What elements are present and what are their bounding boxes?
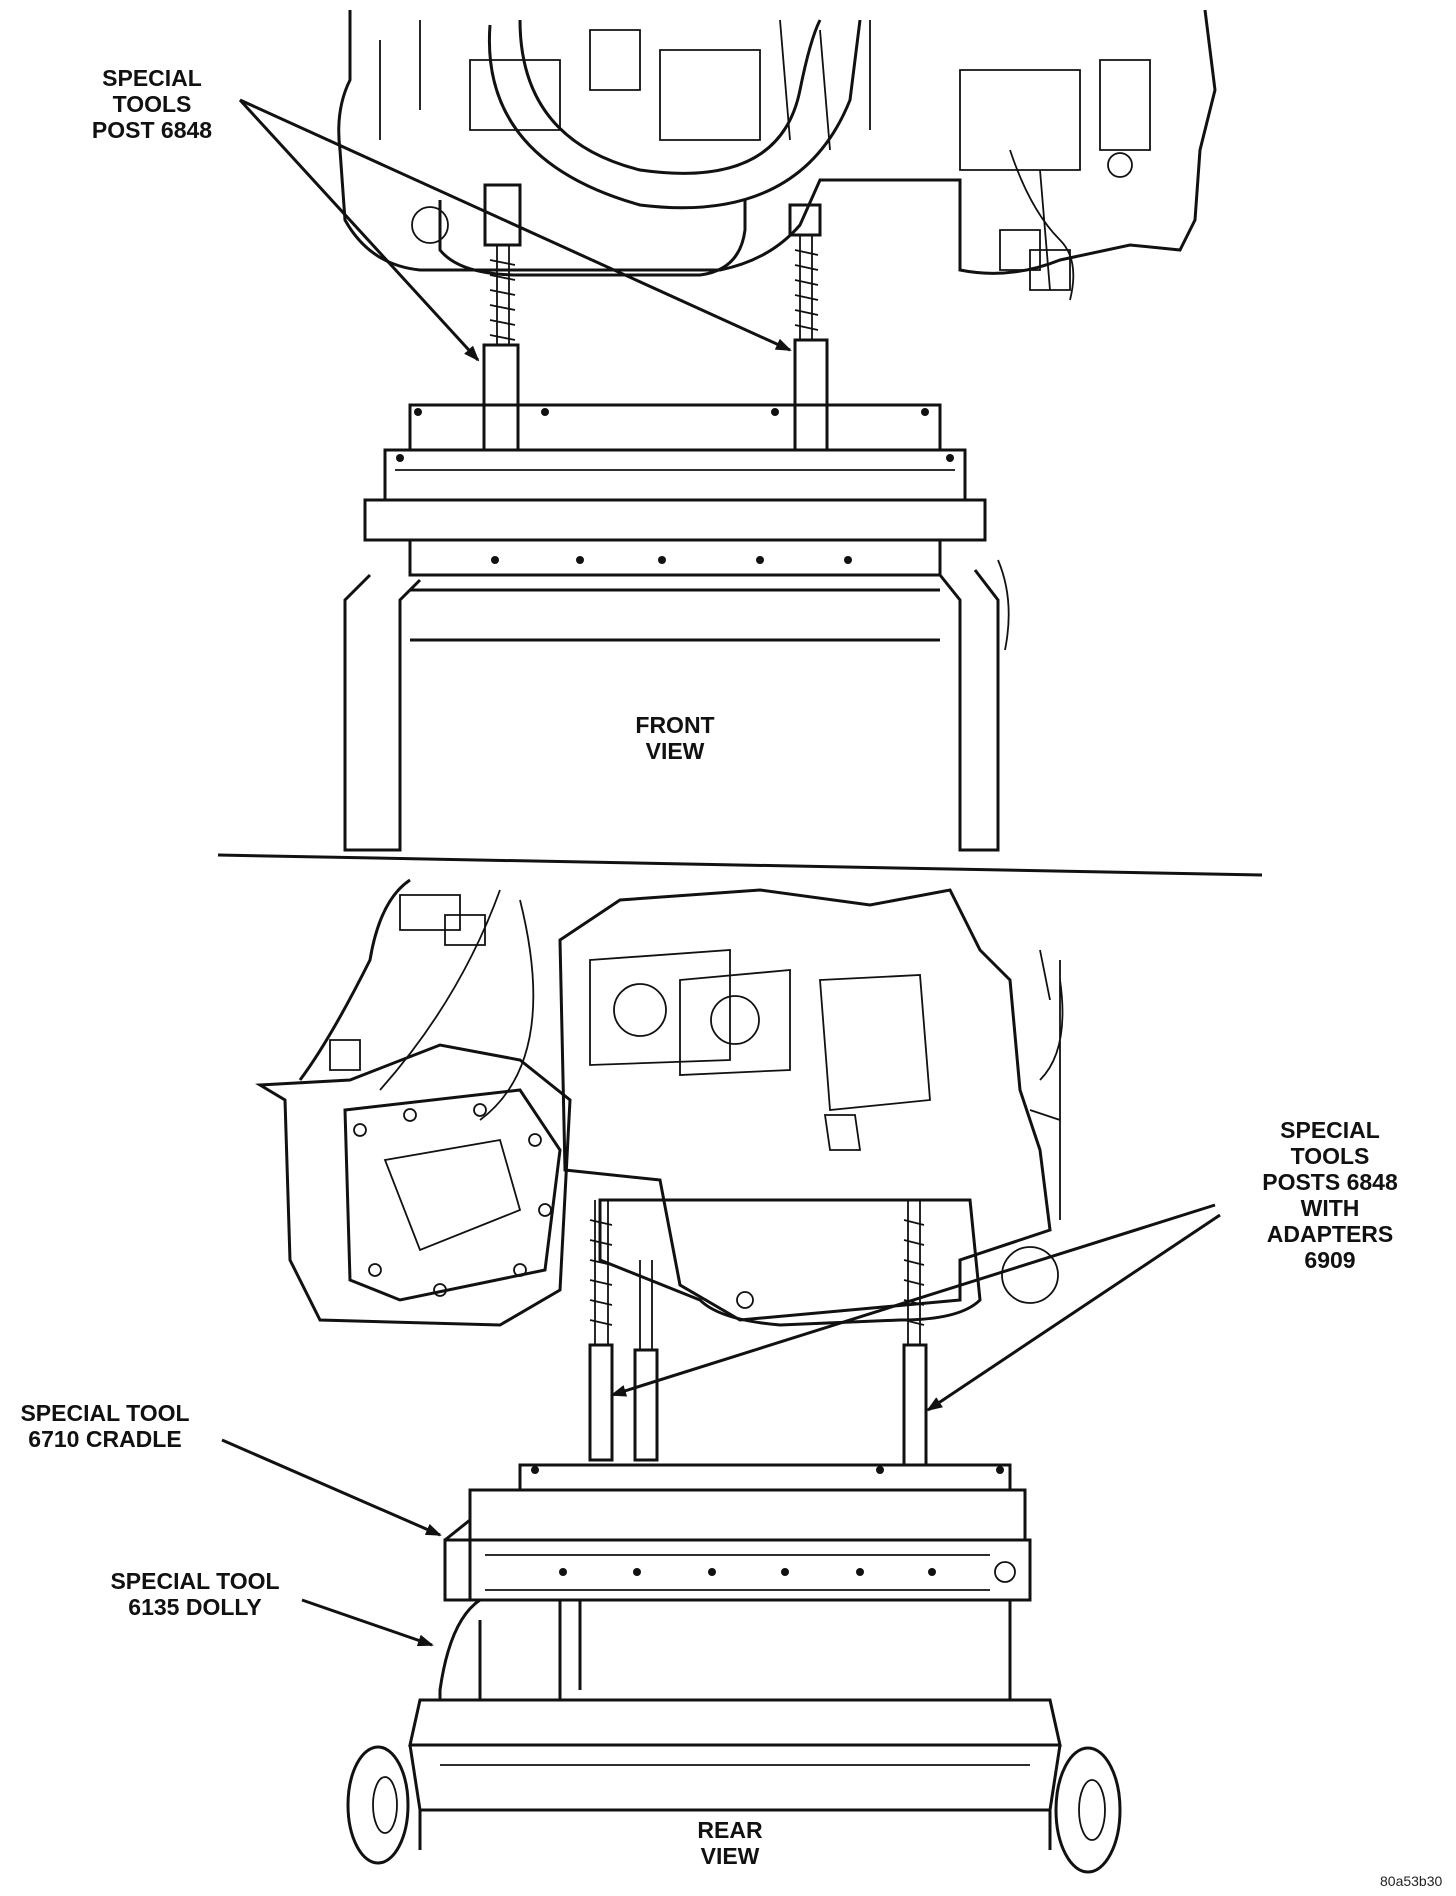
label-special-tools-posts-rear: SPECIAL TOOLS POSTS 6848 WITH ADAPTERS 6… xyxy=(1230,1117,1430,1273)
front-posts xyxy=(482,183,829,452)
label-special-tool-cradle: SPECIAL TOOL 6710 CRADLE xyxy=(5,1400,205,1452)
label-line: VIEW xyxy=(700,1843,760,1869)
label-line: ADAPTERS xyxy=(1266,1221,1394,1247)
label-line: 6710 CRADLE xyxy=(28,1426,182,1452)
arrow-posts-front-right xyxy=(239,98,792,352)
label-line: WITH xyxy=(1300,1195,1360,1221)
label-line: POSTS 6848 xyxy=(1262,1169,1398,1195)
figure-code: 80a53b30 xyxy=(1380,1873,1443,1889)
rear-cradle xyxy=(443,1463,1032,1602)
front-cradle xyxy=(343,403,1010,852)
arrow-posts-rear-left xyxy=(610,1203,1216,1397)
label-line: 6135 DOLLY xyxy=(128,1594,262,1620)
front-view-engine xyxy=(337,9,1217,301)
label-rear-view: REAR VIEW xyxy=(670,1817,790,1869)
label-line: FRONT xyxy=(635,712,715,738)
rear-dolly xyxy=(346,1598,1122,1874)
leader-arrows xyxy=(221,98,1221,1647)
rear-view-engine xyxy=(255,878,1064,1327)
label-line: REAR xyxy=(697,1817,763,1843)
label-line: SPECIAL TOOL xyxy=(20,1400,190,1426)
label-front-view: FRONT VIEW xyxy=(615,712,735,764)
arrow-posts-rear-right xyxy=(926,1213,1221,1412)
label-line: POST 6848 xyxy=(91,117,213,143)
arrow-cradle xyxy=(221,1438,442,1537)
label-line: SPECIAL TOOL xyxy=(110,1568,280,1594)
label-special-tool-dolly: SPECIAL TOOL 6135 DOLLY xyxy=(95,1568,295,1620)
label-line: SPECIAL xyxy=(102,65,202,91)
label-line: 6909 xyxy=(1304,1247,1356,1273)
label-special-tools-post-front: SPECIAL TOOLS POST 6848 xyxy=(72,65,232,143)
label-line: SPECIAL xyxy=(1280,1117,1380,1143)
rear-posts xyxy=(588,1200,928,1467)
arrow-posts-front-left xyxy=(238,98,480,362)
view-separator xyxy=(217,853,1263,877)
label-line: TOOLS xyxy=(112,91,192,117)
label-line: VIEW xyxy=(645,738,705,764)
arrow-dolly xyxy=(301,1598,434,1647)
label-line: TOOLS xyxy=(1290,1143,1370,1169)
